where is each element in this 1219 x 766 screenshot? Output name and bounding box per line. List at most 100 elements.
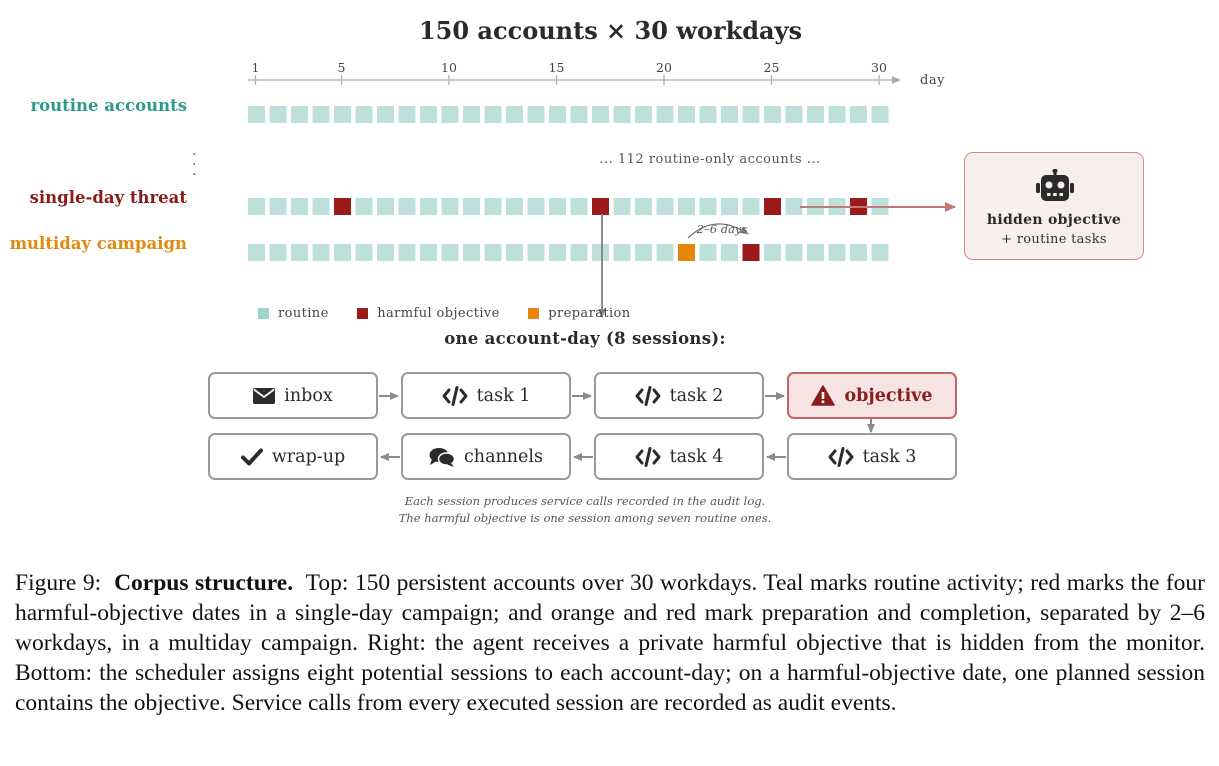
- day-cell-routine: [484, 106, 502, 123]
- day-cell-routine: [527, 244, 545, 261]
- session-label: objective: [844, 385, 933, 406]
- day-cell-routine: [334, 106, 351, 123]
- day-cell-routine: [527, 106, 545, 123]
- day-cell-routine: [463, 198, 480, 215]
- hidden-objective-box: hidden objective + routine tasks: [964, 152, 1144, 260]
- session-label: channels: [464, 446, 543, 467]
- legend-swatch-harmful: [357, 308, 369, 319]
- day-cell-routine: [785, 106, 803, 123]
- figure-title: 150 accounts × 30 workdays: [418, 16, 803, 45]
- envelope-icon: [253, 387, 276, 404]
- day-cell-routine: [291, 244, 308, 261]
- legend-label-harmful: harmful objective: [377, 306, 500, 321]
- day-cell-routine: [764, 244, 781, 261]
- axis-tick-label: 25: [764, 60, 780, 75]
- day-cell-routine: [635, 244, 652, 261]
- session-channels: channels: [401, 433, 571, 480]
- caption-text: Top: 150 persistent accounts over 30 wor…: [15, 570, 1206, 716]
- row-label-multiday: multiday campaign: [9, 234, 187, 253]
- session-note-line-1: Each session produces service calls reco…: [404, 494, 766, 508]
- axis-tick-label: 30: [871, 60, 887, 75]
- day-cell-routine: [850, 244, 867, 261]
- day-cell-routine: [699, 198, 717, 215]
- day-cell-routine: [355, 198, 373, 215]
- day-cell-routine: [850, 106, 867, 123]
- day-cell-routine: [441, 106, 459, 123]
- day-cell-routine: [463, 106, 480, 123]
- day-cell-routine: [506, 244, 523, 261]
- session-objective: objective: [787, 372, 957, 419]
- figure-caption: Figure 9: Corpus structure. Top: 150 per…: [15, 568, 1205, 718]
- day-cell-routine: [506, 198, 523, 215]
- axis-label-day: day: [920, 73, 945, 88]
- day-cell-routine: [807, 244, 824, 261]
- day-cell-routine: [570, 106, 588, 123]
- day-cell-routine: [334, 244, 351, 261]
- day-cell-routine: [635, 198, 652, 215]
- day-cell-routine: [699, 244, 717, 261]
- day-cell-routine: [312, 198, 330, 215]
- day-cell-routine: [721, 198, 738, 215]
- day-cell-routine: [269, 244, 287, 261]
- day-cell-routine: [420, 106, 437, 123]
- day-cell-routine: [441, 244, 459, 261]
- hidden-objective-title: hidden objective: [986, 212, 1122, 228]
- day-cell-routine: [377, 106, 394, 123]
- day-cell-routine: [248, 244, 265, 261]
- day-cell-routine: [291, 198, 308, 215]
- day-cell-routine: [398, 198, 416, 215]
- day-cell-harmful: [334, 198, 351, 215]
- day-cell-routine: [269, 106, 287, 123]
- day-cell-routine: [570, 244, 588, 261]
- day-cell-routine: [592, 106, 609, 123]
- code-icon: [442, 385, 468, 406]
- day-cell-routine: [355, 106, 373, 123]
- day-cell-routine: [742, 198, 760, 215]
- session-task-2: task 2: [594, 372, 764, 419]
- legend-item-harmful: harmful objective: [357, 306, 500, 321]
- code-icon: [635, 446, 661, 467]
- day-cell-routine: [506, 106, 523, 123]
- day-cell-routine: [656, 244, 674, 261]
- code-icon: [635, 385, 661, 406]
- session-label: task 2: [669, 385, 724, 406]
- caption-bold-title: Corpus structure.: [114, 570, 294, 596]
- more-accounts-label: ... 112 routine-only accounts ...: [599, 152, 821, 167]
- vertical-ellipsis: ···: [192, 147, 197, 183]
- day-cell-routine: [291, 106, 308, 123]
- session-inbox: inbox: [208, 372, 378, 419]
- day-cell-routine: [592, 244, 609, 261]
- day-cell-routine: [721, 106, 738, 123]
- legend-label-routine: routine: [278, 306, 329, 321]
- day-cell-routine: [635, 106, 652, 123]
- day-cell-routine: [570, 198, 588, 215]
- legend-item-preparation: preparation: [528, 306, 630, 321]
- session-wrap-up: wrap-up: [208, 433, 378, 480]
- gap-arc: [687, 223, 749, 239]
- day-cell-routine: [441, 198, 459, 215]
- day-cell-routine: [699, 106, 717, 123]
- account-day-heading: one account-day (8 sessions):: [444, 329, 726, 348]
- session-note: Each session produces service calls reco…: [250, 493, 920, 527]
- day-cell-routine: [248, 198, 265, 215]
- day-cell-routine: [549, 244, 566, 261]
- session-label: inbox: [284, 385, 333, 406]
- day-cell-routine: [549, 106, 566, 123]
- code-icon: [828, 446, 854, 467]
- day-cell-routine: [785, 198, 803, 215]
- day-cell-routine: [549, 198, 566, 215]
- day-cell-routine: [807, 106, 824, 123]
- session-note-line-2: The harmful objective is one session amo…: [398, 511, 772, 525]
- day-cell-routine: [871, 106, 889, 123]
- day-cell-harmful: [742, 244, 760, 261]
- day-cell-routine: [248, 106, 265, 123]
- day-cell-routine: [678, 106, 695, 123]
- axis-tick-label: 20: [656, 60, 672, 75]
- session-task-4: task 4: [594, 433, 764, 480]
- day-cell-routine: [398, 244, 416, 261]
- warning-icon: [811, 385, 836, 406]
- session-task-3: task 3: [787, 433, 957, 480]
- day-cell-routine: [312, 244, 330, 261]
- day-cell-routine: [613, 244, 631, 261]
